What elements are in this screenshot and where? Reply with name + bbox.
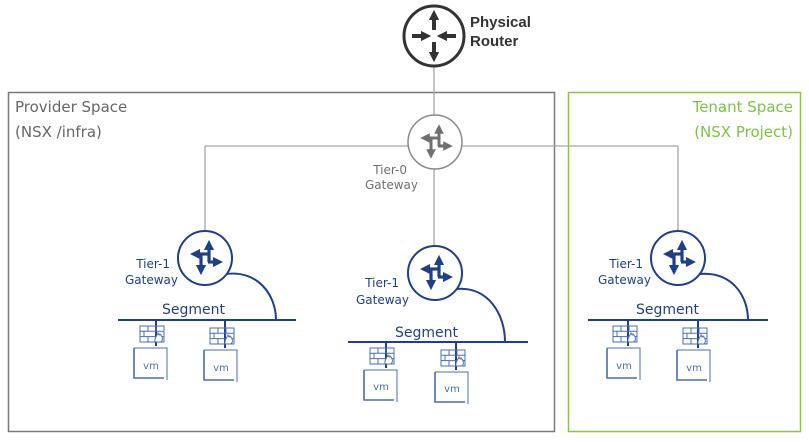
tier1-gateway-right[interactable]: Tier-1 Gateway Segment vm vm — [588, 230, 768, 383]
tier1-right-label-line2: Gateway — [598, 273, 651, 287]
tier0-gateway[interactable] — [407, 114, 463, 170]
provider-space-boundary — [7, 91, 556, 433]
vm-left-1-label: vm — [143, 361, 159, 372]
tier1-gateway-icon — [177, 230, 233, 286]
provider-space-subtitle: (NSX /infra) — [15, 123, 102, 141]
vm-middle-1-label: vm — [373, 382, 389, 393]
segment-right-label: Segment — [636, 302, 700, 318]
tenant-space-boundary — [567, 91, 802, 433]
tier1-gateway-left[interactable]: Tier-1 Gateway Segment vm vm — [118, 230, 296, 383]
provider-space-title: Provider Space — [15, 98, 127, 116]
tier1-gateway-icon — [650, 230, 706, 286]
physical-router[interactable] — [402, 4, 466, 68]
segment-left-label: Segment — [162, 302, 226, 318]
physical-router-label-line1: Physical — [470, 14, 531, 31]
segment-middle-label: Segment — [395, 325, 459, 341]
tier1-gateway-icon — [407, 245, 463, 301]
tier1-left-label-line1: Tier-1 — [135, 257, 170, 271]
tier0-label-line1: Tier-0 — [372, 163, 407, 177]
tier1-left-uplink-arc — [225, 272, 277, 321]
tier1-middle-uplink-arc — [455, 287, 506, 343]
tier1-gateway-middle[interactable]: Tier-1 Gateway Segment vm vm — [348, 245, 528, 405]
tier0-gateway-icon — [407, 114, 463, 170]
tier1-middle-label-line1: Tier-1 — [364, 276, 399, 290]
tier1-right-label-line1: Tier-1 — [608, 257, 643, 271]
vm-left-2-label: vm — [213, 363, 229, 374]
tenant-space-title: Tenant Space — [692, 98, 793, 116]
router-icon — [402, 4, 466, 68]
tenant-space-subtitle: (NSX Project) — [694, 123, 793, 141]
tier1-left-label-line2: Gateway — [125, 273, 178, 287]
physical-router-label-line2: Router — [470, 33, 518, 50]
tier1-right-uplink-arc — [698, 272, 749, 321]
tier0-label-line2: Gateway — [365, 178, 418, 192]
vm-middle-2-label: vm — [444, 384, 460, 395]
vm-right-1-label: vm — [616, 361, 632, 372]
vm-right-2-label: vm — [686, 363, 702, 374]
tier1-middle-label-line2: Gateway — [356, 293, 409, 307]
vm-middle-1[interactable] — [363, 347, 398, 403]
vm-middle-2[interactable] — [434, 349, 469, 405]
